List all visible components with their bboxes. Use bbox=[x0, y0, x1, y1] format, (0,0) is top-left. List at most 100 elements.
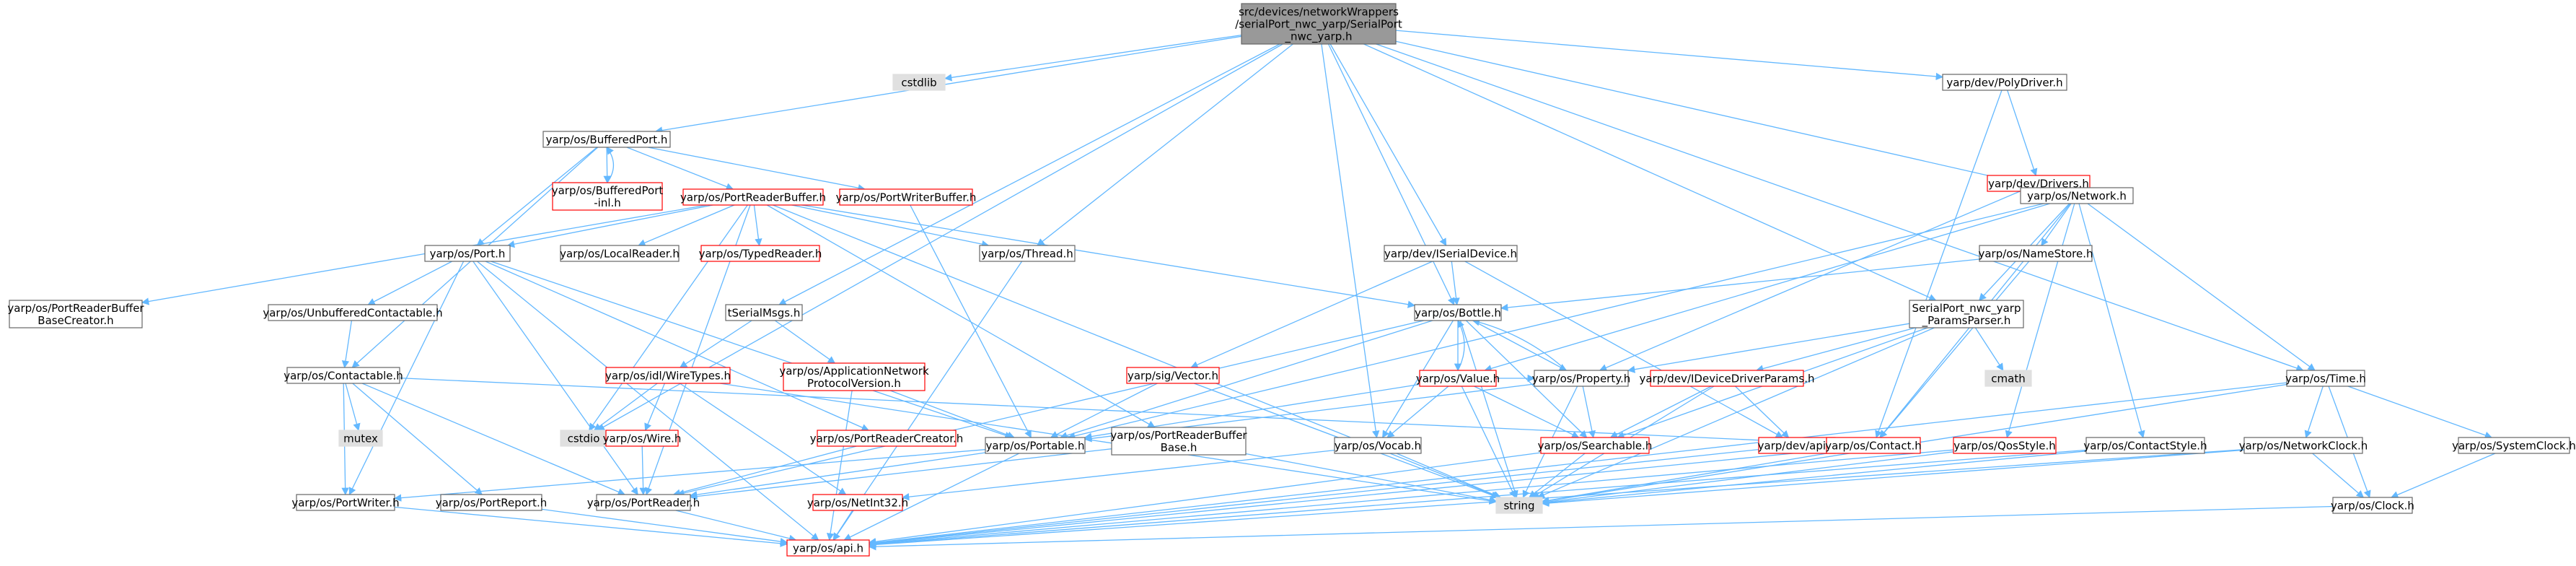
edge-iserialdevice-to-bottle bbox=[1451, 261, 1460, 306]
node-time[interactable]: yarp/os/Time.h bbox=[2285, 370, 2366, 387]
node-netint32[interactable]: yarp/os/NetInt32.h bbox=[807, 494, 908, 511]
node-contact[interactable]: yarp/os/Contact.h bbox=[1825, 437, 1922, 454]
edge-time-to-systemclock bbox=[2347, 386, 2493, 439]
node-systemclock[interactable]: yarp/os/SystemClock.h bbox=[2452, 437, 2576, 454]
node-contactable[interactable]: yarp/os/Contactable.h bbox=[283, 367, 403, 384]
node-portreport[interactable]: yarp/os/PortReport.h bbox=[436, 494, 548, 511]
node-label: yarp/os/ContactStyle.h bbox=[2083, 440, 2207, 453]
node-vector[interactable]: yarp/sig/Vector.h bbox=[1126, 367, 1220, 384]
node-iserialdevice[interactable]: yarp/dev/ISerialDevice.h bbox=[1384, 245, 1518, 262]
edge-networkclock-to-clock bbox=[2312, 453, 2365, 498]
node-label: SerialPort_nwc_yarp bbox=[1912, 302, 2021, 315]
node-portreadercreator[interactable]: yarp/os/PortReaderCreator.h bbox=[810, 430, 964, 447]
node-label: yarp/os/Portable.h bbox=[986, 440, 1085, 453]
edge-value-to-searchable bbox=[1474, 386, 1580, 438]
edge-portreader-to-osapi bbox=[675, 510, 797, 542]
edge-portreaderbuffer-to-prbbase bbox=[766, 204, 1156, 428]
node-appnetproto[interactable]: yarp/os/ApplicationNetworkProtocolVersio… bbox=[779, 362, 929, 391]
node-property[interactable]: yarp/os/Property.h bbox=[1532, 370, 1630, 387]
node-cstdio[interactable]: cstdio bbox=[560, 430, 607, 447]
edge-bottle-to-searchable bbox=[1465, 320, 1588, 438]
node-tserialmsgs[interactable]: tSerialMsgs.h bbox=[725, 304, 803, 321]
node-unbuffered[interactable]: yarp/os/UnbufferedContactable.h bbox=[263, 304, 443, 321]
node-port[interactable]: yarp/os/Port.h bbox=[424, 245, 511, 262]
node-label: cstdio bbox=[568, 432, 600, 445]
node-string[interactable]: string bbox=[1495, 497, 1543, 514]
node-portreader[interactable]: yarp/os/PortReader.h bbox=[587, 494, 700, 511]
node-box bbox=[1419, 370, 1497, 387]
node-label: tSerialMsgs.h bbox=[728, 307, 801, 320]
node-devapi[interactable]: yarp/dev/api.h bbox=[1758, 437, 1837, 454]
edge-wiretypes-to-string bbox=[720, 383, 1498, 505]
edge-bottle-to-vocab bbox=[1382, 320, 1454, 438]
edge-network-to-namestore bbox=[2041, 203, 2072, 246]
node-contactstyle[interactable]: yarp/os/ContactStyle.h bbox=[2083, 437, 2207, 454]
node-box bbox=[296, 494, 395, 511]
node-label: yarp/dev/IDeviceDriverParams.h bbox=[1640, 373, 1815, 386]
node-networkclock[interactable]: yarp/os/NetworkClock.h bbox=[2239, 437, 2368, 454]
node-label: yarp/os/LocalReader.h bbox=[560, 248, 680, 261]
node-box bbox=[605, 367, 731, 384]
node-portwriter[interactable]: yarp/os/PortWriter.h bbox=[291, 494, 400, 511]
node-searchable[interactable]: yarp/os/Searchable.h bbox=[1538, 437, 1653, 454]
edge-value-to-vocab bbox=[1386, 386, 1449, 438]
node-label: yarp/os/Thread.h bbox=[981, 248, 1073, 261]
node-label: yarp/os/Vocab.h bbox=[1335, 440, 1421, 453]
edge-port-to-portreadercreator bbox=[485, 261, 869, 431]
node-box bbox=[2332, 497, 2413, 514]
node-network[interactable]: yarp/os/Network.h bbox=[2020, 187, 2134, 204]
edge-bufferedport-to-port bbox=[476, 147, 598, 246]
node-bufferedport_inl[interactable]: yarp/os/BufferedPort-inl.h bbox=[552, 182, 664, 211]
node-box bbox=[424, 245, 511, 262]
node-osapi[interactable]: yarp/os/api.h bbox=[786, 539, 870, 557]
edge-vector-to-portable bbox=[1050, 383, 1158, 438]
node-label: yarp/os/Bottle.h bbox=[1415, 307, 1501, 320]
node-wire[interactable]: yarp/os/Wire.h bbox=[603, 430, 682, 447]
node-value[interactable]: yarp/os/Value.h bbox=[1416, 370, 1500, 387]
node-clock[interactable]: yarp/os/Clock.h bbox=[2331, 497, 2414, 514]
edge-port-to-portreader bbox=[472, 261, 638, 495]
node-box bbox=[1979, 245, 2093, 262]
node-cmath[interactable]: cmath bbox=[1984, 370, 2032, 387]
node-vocab[interactable]: yarp/os/Vocab.h bbox=[1334, 437, 1422, 454]
edge-bottle-to-portreader bbox=[677, 320, 1424, 497]
node-box bbox=[338, 430, 383, 447]
edge-root-to-polydriver bbox=[1395, 30, 1944, 81]
edge-contactstyle-to-osapi bbox=[868, 449, 2087, 549]
node-label: yarp/os/Searchable.h bbox=[1538, 440, 1653, 453]
node-cstdlib[interactable]: cstdlib bbox=[892, 74, 946, 91]
node-portreaderbuffer[interactable]: yarp/os/PortReaderBuffer.h bbox=[680, 188, 826, 206]
node-paramsparser[interactable]: SerialPort_nwc_yarp_ParamsParser.h bbox=[1909, 300, 2024, 328]
node-portable[interactable]: yarp/os/Portable.h bbox=[985, 437, 1086, 454]
edge-paramsparser-to-property bbox=[1627, 323, 1910, 373]
node-namestore[interactable]: yarp/os/NameStore.h bbox=[1978, 245, 2093, 262]
node-root[interactable]: src/devices/networkWrappers/serialPort_n… bbox=[1235, 3, 1402, 45]
edge-layer bbox=[141, 30, 2496, 551]
node-typedreader[interactable]: yarp/os/TypedReader.h bbox=[699, 245, 822, 262]
node-thread[interactable]: yarp/os/Thread.h bbox=[979, 245, 1076, 262]
node-bottle[interactable]: yarp/os/Bottle.h bbox=[1414, 304, 1502, 321]
edge-portreaderbuffer-to-cstdio bbox=[589, 204, 748, 431]
node-label: /serialPort_nwc_yarp/SerialPort bbox=[1235, 18, 1402, 32]
node-label: yarp/sig/Vector.h bbox=[1127, 370, 1218, 383]
node-localreader[interactable]: yarp/os/LocalReader.h bbox=[560, 245, 680, 262]
edge-property-to-bottle bbox=[1472, 318, 1567, 371]
node-box bbox=[725, 304, 803, 321]
node-box bbox=[440, 494, 542, 511]
edge-wire-to-portreader bbox=[639, 445, 647, 496]
node-qosstyle[interactable]: yarp/os/QosStyle.h bbox=[1953, 437, 2057, 454]
node-label: yarp/os/UnbufferedContactable.h bbox=[263, 307, 442, 320]
node-wiretypes[interactable]: yarp/os/idl/WireTypes.h bbox=[605, 367, 731, 384]
node-mutex[interactable]: mutex bbox=[338, 430, 383, 447]
node-portwriterbuffer[interactable]: yarp/os/PortWriterBuffer.h bbox=[836, 188, 977, 206]
node-idriverparams[interactable]: yarp/dev/IDeviceDriverParams.h bbox=[1640, 370, 1815, 387]
node-label: yarp/dev/api.h bbox=[1758, 440, 1837, 453]
edge-portreadercreator-to-portreader bbox=[672, 445, 857, 497]
node-label: yarp/os/Time.h bbox=[2285, 373, 2366, 386]
node-bufferedport[interactable]: yarp/os/BufferedPort.h bbox=[542, 131, 671, 148]
node-polydriver[interactable]: yarp/dev/PolyDriver.h bbox=[1942, 74, 2067, 91]
edge-tserialmsgs-to-wiretypes bbox=[679, 320, 752, 368]
edge-portable-to-portwriter bbox=[393, 449, 986, 502]
